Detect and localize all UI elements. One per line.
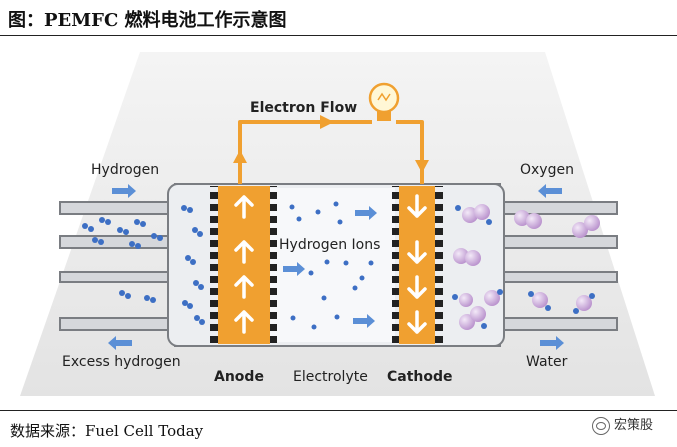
title-divider (0, 35, 677, 36)
hydrogen-molecules (82, 205, 205, 325)
anode-label: Anode (214, 369, 264, 385)
electrolyte-region (270, 188, 395, 342)
electrolyte-label: Electrolyte (293, 369, 368, 385)
excess-hydrogen-arrow (108, 336, 132, 350)
oxygen-label: Oxygen (520, 162, 574, 178)
water-out-arrow (540, 336, 564, 350)
figure-title: 图：PEMFC 燃料电池工作示意图 (8, 10, 287, 31)
flow-arrows (108, 184, 564, 350)
cathode-left-edge (392, 186, 399, 344)
wechat-icon (592, 416, 610, 435)
water-label: Water (526, 354, 568, 370)
electron-flow-label: Electron Flow (250, 100, 357, 116)
source-note: 数据来源：Fuel Cell Today (10, 422, 204, 440)
hydrogen-ion-dots (289, 201, 374, 330)
footer-divider (0, 410, 677, 411)
hydrogen-in-arrow (112, 184, 136, 198)
oxygen-in-arrow (538, 184, 562, 198)
anode-right-edge (270, 186, 277, 344)
cathode-right-edge (435, 186, 443, 344)
wire-arrow-icons (233, 115, 429, 173)
cathode-label: Cathode (387, 369, 453, 385)
excess-hydrogen-label: Excess hydrogen (62, 354, 181, 370)
oxygen-molecules (453, 204, 600, 330)
water-hydrogen-dots (452, 205, 595, 329)
light-bulb-icon (368, 82, 400, 121)
hydrogen-label: Hydrogen (91, 162, 159, 178)
cathode-down-arrows (407, 194, 427, 334)
hydrogen-ions-label: Hydrogen Ions (279, 237, 380, 253)
anode-up-arrows (234, 195, 254, 334)
watermark-text: 宏策股 (614, 418, 654, 433)
anode-left-edge (210, 186, 218, 344)
watermark: 宏策股 (592, 414, 653, 435)
